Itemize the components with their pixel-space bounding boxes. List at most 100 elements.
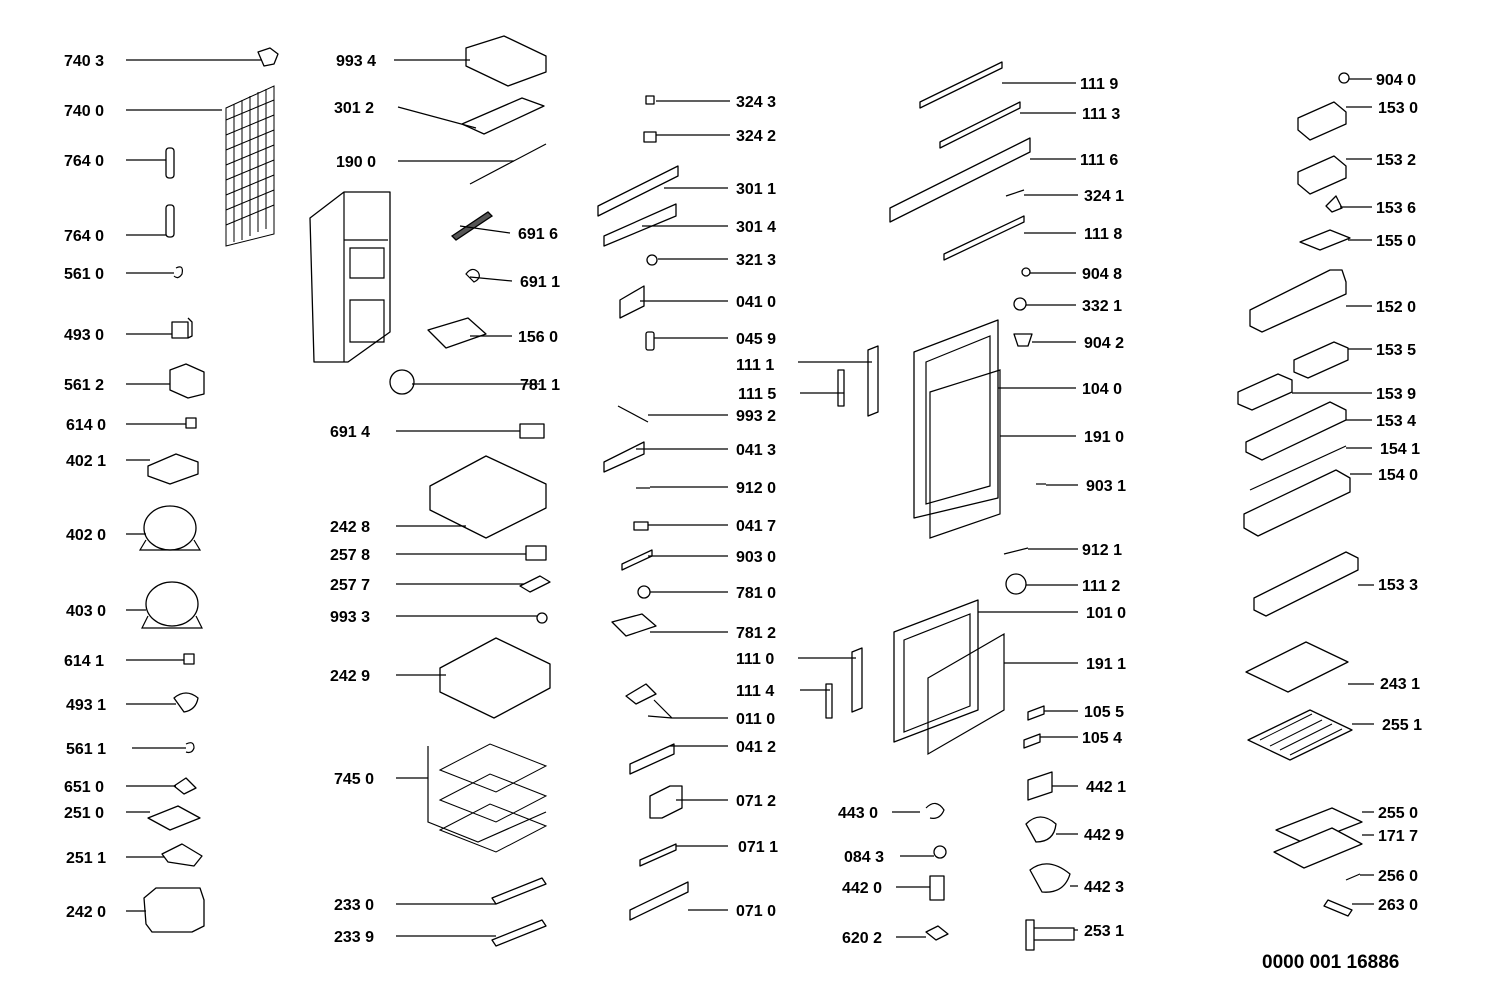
part-6140 xyxy=(185,417,197,429)
part-4429 xyxy=(1025,816,1057,843)
part-9030 xyxy=(621,549,653,571)
frame-1116 xyxy=(889,137,1031,223)
part-label: 041 2 xyxy=(736,739,776,756)
part-label: 764 0 xyxy=(64,228,104,245)
part-label: 745 0 xyxy=(334,771,374,788)
part-label: 255 0 xyxy=(1378,805,1418,822)
part-label: 154 0 xyxy=(1378,467,1418,484)
part-label: 153 5 xyxy=(1376,342,1416,359)
part-label: 561 2 xyxy=(64,377,104,394)
shelf-frame-7450 xyxy=(427,743,548,853)
part-label: 041 3 xyxy=(736,442,776,459)
part-label: 321 3 xyxy=(736,252,776,269)
part-label: 154 1 xyxy=(1380,441,1420,458)
part-label: 041 7 xyxy=(736,518,776,535)
part-label: 105 5 xyxy=(1084,704,1124,721)
part-6911 xyxy=(465,268,480,283)
part-9933 xyxy=(536,612,548,624)
part-label: 256 0 xyxy=(1378,868,1418,885)
part-label: 442 9 xyxy=(1084,827,1124,844)
part-2511 xyxy=(161,843,203,867)
part-label: 171 7 xyxy=(1378,828,1418,845)
hinge-0412 xyxy=(629,743,675,775)
part-6141 xyxy=(183,653,195,665)
egg-tray-1550 xyxy=(1299,229,1351,251)
part-label: 242 8 xyxy=(330,519,370,536)
plate-2550 xyxy=(1275,807,1363,845)
part-label: 105 4 xyxy=(1082,730,1122,747)
leader-lines xyxy=(126,59,1374,938)
part-label: 912 1 xyxy=(1082,542,1122,559)
part-label: 111 9 xyxy=(1080,76,1118,93)
part-label: 904 8 xyxy=(1082,266,1122,283)
gasket-1910 xyxy=(929,369,1001,539)
part-drawings xyxy=(138,35,1363,951)
part-label: 111 3 xyxy=(1082,106,1120,123)
gasket-1911 xyxy=(927,632,1005,756)
part-label: 263 0 xyxy=(1378,897,1418,914)
part-2560 xyxy=(1345,873,1361,881)
strip-0711 xyxy=(639,843,677,867)
part-label: 071 0 xyxy=(736,903,776,920)
part-0843 xyxy=(933,845,947,859)
part-label: 191 1 xyxy=(1086,656,1126,673)
part-label: 253 1 xyxy=(1084,923,1124,940)
part-label: 104 0 xyxy=(1082,381,1122,398)
part-label: 402 0 xyxy=(66,527,106,544)
part-1055 xyxy=(1027,705,1045,721)
strip-1113 xyxy=(939,101,1021,149)
part-label: 691 1 xyxy=(520,274,560,291)
rail-2330 xyxy=(491,877,547,905)
part-label: 651 0 xyxy=(64,779,104,796)
part-label: 301 1 xyxy=(736,181,776,198)
part-label: 781 0 xyxy=(736,585,776,602)
part-label: 071 1 xyxy=(738,839,778,856)
part-label: 912 0 xyxy=(736,480,776,497)
handle-1110 xyxy=(851,647,863,713)
bracket-3012 xyxy=(461,97,545,135)
fan-4430 xyxy=(925,802,945,819)
shelf-1520 xyxy=(1249,269,1347,333)
part-2577 xyxy=(519,575,551,593)
part-label: 740 3 xyxy=(64,53,104,70)
part-label: 301 4 xyxy=(736,219,776,236)
part-label: 111 5 xyxy=(738,386,776,403)
part-label: 045 9 xyxy=(736,331,776,348)
thermostat-7811 xyxy=(389,369,415,395)
part-label: 084 3 xyxy=(844,849,884,866)
screw-9121 xyxy=(1003,547,1029,555)
bin-2420 xyxy=(143,887,205,933)
part-label: 242 0 xyxy=(66,904,106,921)
part-label: 101 0 xyxy=(1086,605,1126,622)
part-label: 493 0 xyxy=(64,327,104,344)
part-9048 xyxy=(1021,267,1031,277)
part-label: 781 1 xyxy=(520,377,560,394)
part-4931 xyxy=(173,692,199,713)
part-2510 xyxy=(147,805,201,831)
ice-tray-1560 xyxy=(427,317,487,349)
part-label: 561 0 xyxy=(64,266,104,283)
cap-1114 xyxy=(825,683,833,719)
bar-1541 xyxy=(1249,445,1347,491)
part-7810 xyxy=(637,585,651,599)
part-label: 251 0 xyxy=(64,805,104,822)
part-label: 903 1 xyxy=(1086,478,1126,495)
part-label: 301 2 xyxy=(334,100,374,117)
part-6916 xyxy=(450,211,494,241)
strip-1119 xyxy=(919,61,1003,109)
strip-3014 xyxy=(603,203,677,247)
shelf-1540 xyxy=(1243,469,1351,537)
part-label: 191 0 xyxy=(1084,429,1124,446)
part-2531 xyxy=(1025,919,1075,951)
part-label: 740 0 xyxy=(64,103,104,120)
part-label: 324 3 xyxy=(736,94,776,111)
rail-2339 xyxy=(491,919,547,947)
part-6202 xyxy=(925,925,949,941)
fridge-cabinet xyxy=(309,191,391,363)
document-number: 0000 001 16886 xyxy=(1262,952,1399,973)
part-9932 xyxy=(617,405,649,423)
part-7403 xyxy=(257,47,279,67)
part-9042 xyxy=(1013,333,1033,347)
part-number-labels: 740 3 740 0 764 0 764 0 561 0 493 0 561 … xyxy=(64,53,1422,947)
part-5611 xyxy=(185,742,195,754)
